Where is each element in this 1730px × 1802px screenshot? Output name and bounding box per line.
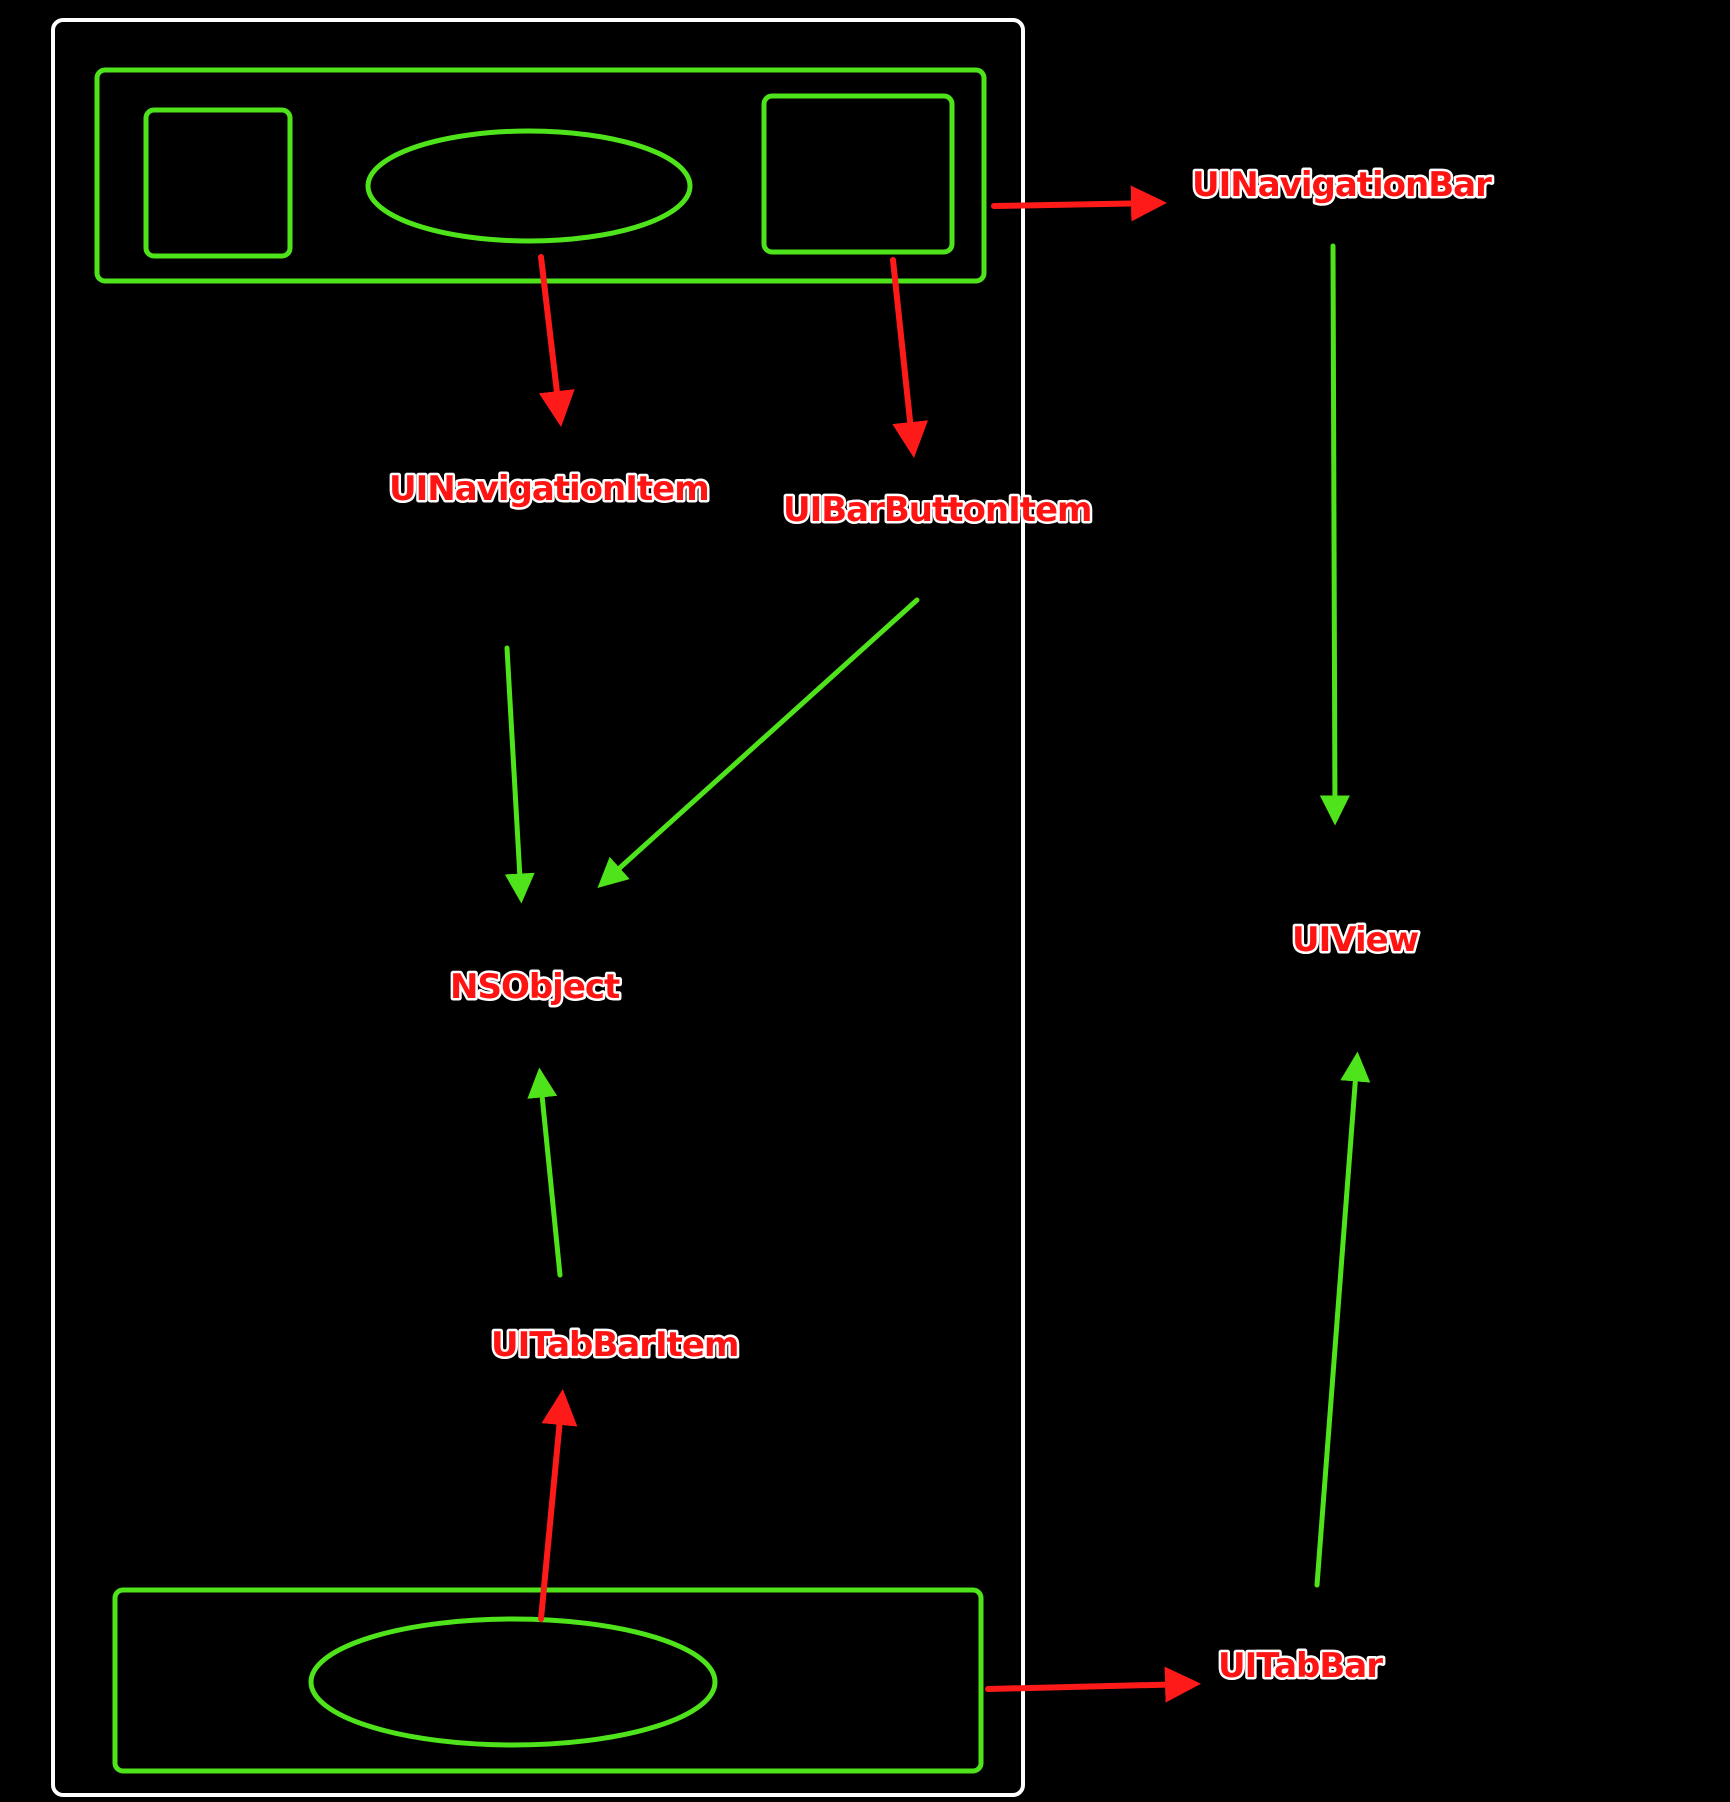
- arrow-tabitem-to-uitabbaritem: [538, 1389, 578, 1622]
- label-uitabbar: UITabBar: [1218, 1646, 1383, 1686]
- arrow-navbar-to-uinavigationbar: [991, 185, 1167, 222]
- tab-item-ellipse-shape: [308, 1616, 718, 1748]
- label-uinavigationitem: UINavigationItem: [389, 469, 709, 509]
- label-nsobject: NSObject: [450, 967, 620, 1007]
- arrow-uinavigationitem-to-nsobject: [504, 645, 535, 904]
- arrow-uibarbuttonitem-to-nsobject: [597, 597, 920, 889]
- arrow-uitabbar-to-uiview: [1314, 1051, 1371, 1588]
- bar-button-right-shape: [761, 93, 955, 255]
- navigation-bar-shape: [94, 67, 987, 284]
- arrow-barbutton-to-uibarbuttonitem: [890, 257, 929, 458]
- label-uitabbaritem: UITabBarItem: [491, 1325, 738, 1365]
- label-uibarbuttonitem: UIBarButtonItem: [783, 490, 1091, 530]
- label-uinavigationbar: UINavigationBar: [1192, 165, 1492, 205]
- bar-button-left-shape: [143, 107, 293, 259]
- phone-frame: [51, 18, 1025, 1797]
- arrow-tabbar-to-uitabbar: [985, 1666, 1201, 1703]
- arrow-uinavigationbar-to-uiview: [1319, 243, 1350, 826]
- title-ellipse-shape: [365, 128, 693, 244]
- arrow-title-to-uinavigationitem: [538, 254, 575, 427]
- label-uiview: UIView: [1292, 920, 1419, 960]
- arrow-uitabbaritem-to-nsobject: [527, 1067, 563, 1278]
- tab-bar-shape: [112, 1587, 984, 1774]
